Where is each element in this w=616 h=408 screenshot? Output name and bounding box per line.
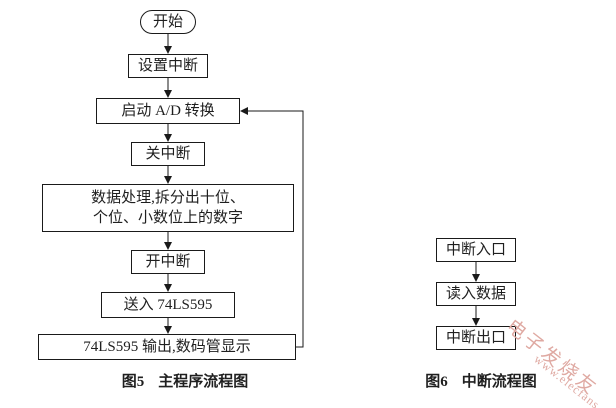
flow-node-read-data: 读入数据 (436, 282, 516, 306)
caption-figure5: 图5 主程序流程图 (40, 370, 330, 391)
flow-node-interrupt-exit: 中断出口 (436, 326, 516, 350)
caption-figure5-text: 主程序流程图 (158, 374, 249, 390)
caption-figure6: 图6 中断流程图 (396, 370, 566, 391)
caption-figure6-text: 中断流程图 (461, 374, 537, 390)
flow-node-data-processing-line2: 个位、小数位上的数字 (92, 210, 243, 226)
flow-node-send-74ls595: 送入 74LS595 (101, 292, 235, 318)
flow-node-interrupt-entry: 中断入口 (436, 238, 516, 262)
arrow-feedback-loop (240, 107, 304, 348)
flow-node-start: 开始 (140, 10, 196, 34)
flow-node-data-processing: 数据处理,拆分出十位、 个位、小数位上的数字 (42, 184, 294, 232)
flow-node-open-interrupt: 开中断 (131, 250, 205, 274)
flow-node-data-processing-line1: 数据处理,拆分出十位、 (91, 189, 245, 206)
flow-node-74ls595-output-display: 74LS595 输出,数码管显示 (38, 334, 296, 360)
flow-node-set-interrupt: 设置中断 (128, 54, 208, 78)
caption-figure6-number: 图6 (425, 374, 448, 390)
flow-node-start-ad-conversion: 启动 A/D 转换 (96, 98, 240, 124)
caption-figure5-number: 图5 (121, 374, 145, 390)
flow-node-close-interrupt: 关中断 (131, 142, 205, 166)
